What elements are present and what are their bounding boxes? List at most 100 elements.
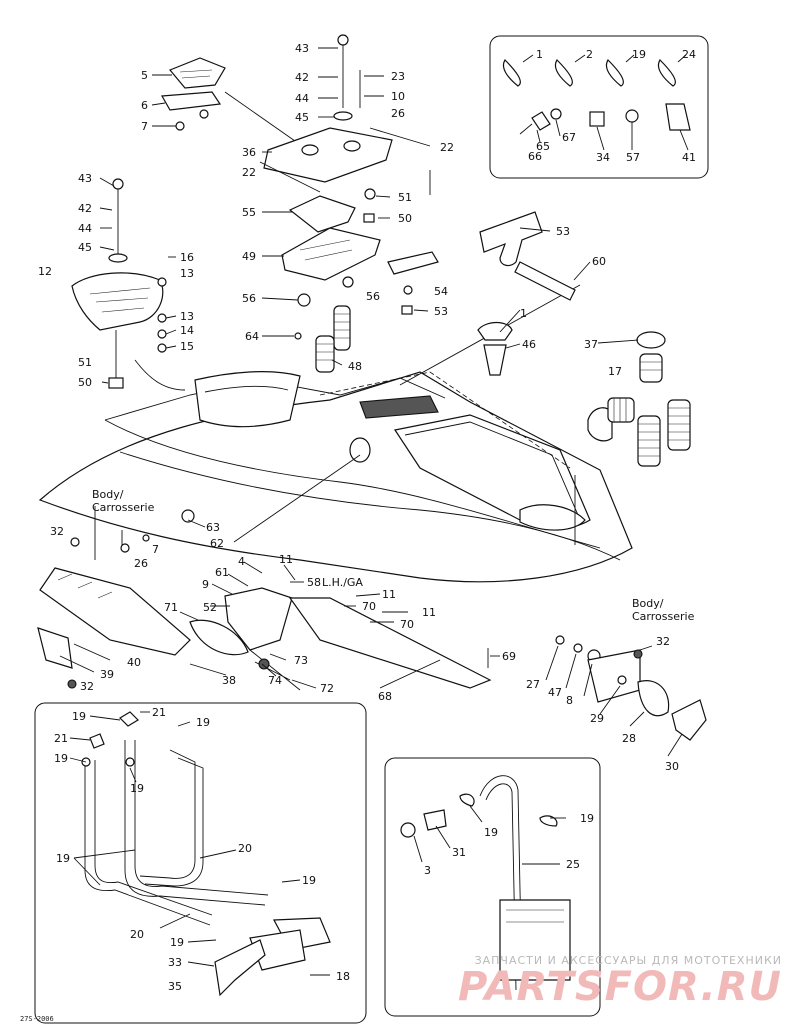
callout: 25 — [566, 858, 580, 871]
watermark-logo: PARTSFOR.RU — [457, 964, 782, 1010]
body-carrosserie-labels: Body/ Carrosserie Body/ Carrosserie — [92, 488, 695, 623]
callout: 19 — [580, 812, 594, 825]
callout: 6 — [141, 99, 148, 112]
callout: 7 — [152, 543, 159, 556]
callout: 13 — [180, 310, 194, 323]
callout: 44 — [78, 222, 92, 235]
callout: 65 — [536, 140, 550, 153]
watermark-tagline: ЗАПЧАСТИ И АКСЕССУАРЫ ДЛЯ МОТОТЕХНИКИ — [474, 954, 782, 967]
callout: 12 — [38, 265, 52, 278]
callout: 19 — [56, 852, 70, 865]
callout: 14 — [180, 324, 194, 337]
callout: 19 — [72, 710, 86, 723]
callout: 43 — [78, 172, 92, 185]
callout: L.H./GA — [322, 576, 363, 589]
callout: 39 — [100, 668, 114, 681]
callout: 40 — [127, 656, 141, 669]
callout: 19 — [54, 752, 68, 765]
carrosserie-label-right: Carrosserie — [632, 610, 695, 623]
callout: 42 — [295, 71, 309, 84]
callout: 21 — [54, 732, 68, 745]
body-label-right: Body/ — [632, 597, 664, 610]
callout: 13 — [180, 267, 194, 280]
callout: 51 — [78, 356, 92, 369]
callout: 10 — [391, 90, 405, 103]
callout: 54 — [434, 285, 448, 298]
callout: 1 — [536, 48, 543, 61]
callout: 70 — [362, 600, 376, 613]
callout: 22 — [242, 166, 256, 179]
callout: 24 — [682, 48, 696, 61]
watermark: ЗАПЧАСТИ И АКСЕССУАРЫ ДЛЯ МОТОТЕХНИКИ PA… — [458, 954, 782, 1007]
callout: 11 — [382, 588, 396, 601]
callout: 27 — [526, 678, 540, 691]
leader-lines — [59, 47, 689, 976]
callout: 18 — [336, 970, 350, 983]
callout: 26 — [134, 557, 148, 570]
callout: 36 — [242, 146, 256, 159]
seat-latch-parts — [161, 57, 306, 149]
callout: 66 — [528, 150, 542, 163]
callout: 57 — [626, 151, 640, 164]
callout: 70 — [400, 618, 414, 631]
callout: 37 — [584, 338, 598, 351]
callout: 15 — [180, 340, 194, 353]
callout: 45 — [78, 241, 92, 254]
callout: 22 — [440, 141, 454, 154]
reboarding-step-parts — [555, 635, 707, 741]
clamps-inset-box — [489, 35, 709, 179]
callout: 11 — [279, 553, 293, 566]
callout-numbers: 5 6 7 43 42 44 45 23 10 26 22 36 22 51 5… — [38, 42, 696, 993]
callout: 29 — [590, 712, 604, 725]
callout: 19 — [170, 936, 184, 949]
callout: 11 — [422, 606, 436, 619]
callout: 32 — [656, 635, 670, 648]
callout: 9 — [202, 578, 209, 591]
carrosserie-label-left: Carrosserie — [92, 501, 155, 514]
callout: 16 — [180, 251, 194, 264]
callout: 53 — [556, 225, 570, 238]
callout: 56 — [366, 290, 380, 303]
callout: 56 — [242, 292, 256, 305]
callout: 8 — [566, 694, 573, 707]
callout: 68 — [378, 690, 392, 703]
vent-tube-inset-box — [384, 757, 601, 1017]
callout: 19 — [632, 48, 646, 61]
callout: 23 — [391, 70, 405, 83]
callout: 74 — [268, 674, 282, 687]
callout: 50 — [398, 212, 412, 225]
callout: 19 — [130, 782, 144, 795]
callout: 49 — [242, 250, 256, 263]
callout: 46 — [522, 338, 536, 351]
callout: 3 — [424, 864, 431, 877]
callout: 33 — [168, 956, 182, 969]
callout: 17 — [608, 365, 622, 378]
callout: 7 — [141, 120, 148, 133]
callout: 58 — [307, 576, 321, 589]
callout: 30 — [665, 760, 679, 773]
callout: 32 — [50, 525, 64, 538]
callout: 45 — [295, 111, 309, 124]
clamp-parts — [502, 59, 691, 135]
callout: 67 — [562, 131, 576, 144]
callout: 73 — [294, 654, 308, 667]
callout: 63 — [206, 521, 220, 534]
callout: 4 — [238, 555, 245, 568]
callout: 55 — [242, 206, 256, 219]
callout: 1 — [520, 307, 527, 320]
callout: 62 — [210, 537, 224, 550]
callout: 48 — [348, 360, 362, 373]
callout: 19 — [302, 874, 316, 887]
seat-latch-base — [281, 188, 439, 373]
callout: 28 — [622, 732, 636, 745]
callout: 42 — [78, 202, 92, 215]
callout: 60 — [592, 255, 606, 268]
callout: 47 — [548, 686, 562, 699]
storage-handle-parts — [477, 211, 691, 467]
callout: 20 — [238, 842, 252, 855]
callout: 51 — [398, 191, 412, 204]
body-label-left: Body/ — [92, 488, 124, 501]
grab-handle-assembly — [71, 178, 186, 391]
callout: 71 — [164, 601, 178, 614]
